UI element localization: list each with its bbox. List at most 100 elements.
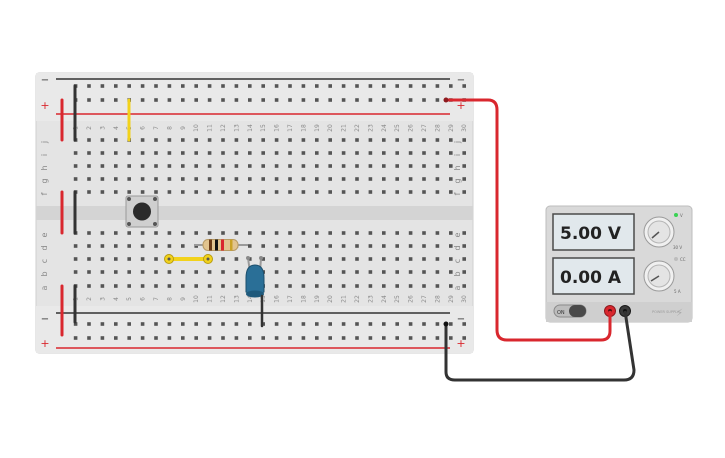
terminal-hole[interactable] <box>382 244 386 248</box>
rail-hole[interactable] <box>288 84 292 88</box>
rail-hole[interactable] <box>408 98 413 102</box>
terminal-hole[interactable] <box>315 244 319 248</box>
terminal-hole[interactable] <box>395 190 399 194</box>
terminal-hole[interactable] <box>368 257 373 261</box>
rail-hole[interactable] <box>301 322 306 326</box>
terminal-hole[interactable] <box>435 231 440 235</box>
terminal-hole[interactable] <box>73 257 78 261</box>
terminal-hole[interactable] <box>194 164 198 168</box>
terminal-hole[interactable] <box>140 151 145 155</box>
rail-hole[interactable] <box>248 322 252 326</box>
rail-hole[interactable] <box>221 336 225 340</box>
terminal-hole[interactable] <box>422 244 426 248</box>
rail-hole[interactable] <box>274 98 279 102</box>
terminal-hole[interactable] <box>422 151 426 155</box>
terminal-hole[interactable] <box>382 231 386 235</box>
terminal-hole[interactable] <box>341 164 346 168</box>
terminal-hole[interactable] <box>248 177 252 181</box>
rail-hole[interactable] <box>194 84 198 88</box>
terminal-hole[interactable] <box>154 244 158 248</box>
terminal-hole[interactable] <box>274 270 279 274</box>
terminal-hole[interactable] <box>127 190 131 194</box>
terminal-hole[interactable] <box>234 138 239 142</box>
terminal-hole[interactable] <box>382 151 386 155</box>
terminal-hole[interactable] <box>328 257 332 261</box>
terminal-hole[interactable] <box>288 164 292 168</box>
terminal-hole[interactable] <box>355 177 359 181</box>
rail-hole[interactable] <box>288 336 292 340</box>
terminal-hole[interactable] <box>274 244 279 248</box>
terminal-hole[interactable] <box>194 151 198 155</box>
rail-hole[interactable] <box>114 322 118 326</box>
terminal-hole[interactable] <box>408 284 413 288</box>
terminal-hole[interactable] <box>87 164 91 168</box>
rail-hole[interactable] <box>207 84 212 88</box>
rail-hole[interactable] <box>435 322 440 326</box>
terminal-hole[interactable] <box>288 190 292 194</box>
terminal-hole[interactable] <box>301 284 306 288</box>
terminal-hole[interactable] <box>408 177 413 181</box>
terminal-hole[interactable] <box>462 190 466 194</box>
rail-hole[interactable] <box>408 84 413 88</box>
terminal-hole[interactable] <box>301 231 306 235</box>
terminal-hole[interactable] <box>194 177 198 181</box>
terminal-hole[interactable] <box>167 164 172 168</box>
rail-hole[interactable] <box>368 84 373 88</box>
rail-hole[interactable] <box>328 322 332 326</box>
rail-hole[interactable] <box>449 84 453 88</box>
terminal-hole[interactable] <box>328 244 332 248</box>
terminal-hole[interactable] <box>395 244 399 248</box>
terminal-hole[interactable] <box>181 244 185 248</box>
terminal-hole[interactable] <box>154 164 158 168</box>
terminal-hole[interactable] <box>261 231 265 235</box>
terminal-hole[interactable] <box>341 151 346 155</box>
terminal-hole[interactable] <box>181 190 185 194</box>
rail-hole[interactable] <box>368 98 373 102</box>
terminal-hole[interactable] <box>462 231 466 235</box>
terminal-hole[interactable] <box>462 138 466 142</box>
rail-hole[interactable] <box>382 84 386 88</box>
terminal-hole[interactable] <box>301 151 306 155</box>
terminal-hole[interactable] <box>462 257 466 261</box>
terminal-hole[interactable] <box>114 257 118 261</box>
terminal-hole[interactable] <box>368 164 373 168</box>
rail-hole[interactable] <box>87 98 91 102</box>
terminal-hole[interactable] <box>328 231 332 235</box>
terminal-hole[interactable] <box>181 151 185 155</box>
resistor[interactable] <box>194 239 248 251</box>
terminal-hole[interactable] <box>127 151 131 155</box>
terminal-hole[interactable] <box>221 151 225 155</box>
rail-hole[interactable] <box>435 84 440 88</box>
terminal-hole[interactable] <box>261 138 265 142</box>
rail-hole[interactable] <box>234 322 239 326</box>
rail-hole[interactable] <box>274 322 279 326</box>
rail-hole[interactable] <box>114 84 118 88</box>
terminal-hole[interactable] <box>234 284 239 288</box>
terminal-hole[interactable] <box>114 164 118 168</box>
terminal-hole[interactable] <box>234 177 239 181</box>
rail-hole[interactable] <box>288 322 292 326</box>
rail-hole[interactable] <box>301 84 306 88</box>
rail-hole[interactable] <box>234 336 239 340</box>
terminal-hole[interactable] <box>73 164 78 168</box>
terminal-hole[interactable] <box>100 231 105 235</box>
terminal-hole[interactable] <box>328 164 332 168</box>
rail-hole[interactable] <box>341 322 346 326</box>
rail-hole[interactable] <box>462 336 466 340</box>
terminal-hole[interactable] <box>341 231 346 235</box>
terminal-hole[interactable] <box>167 138 172 142</box>
terminal-hole[interactable] <box>435 270 440 274</box>
terminal-hole[interactable] <box>382 138 386 142</box>
terminal-hole[interactable] <box>341 138 346 142</box>
rail-hole[interactable] <box>140 84 145 88</box>
rail-hole[interactable] <box>207 98 212 102</box>
terminal-hole[interactable] <box>127 177 131 181</box>
voltage-knob[interactable] <box>643 216 675 248</box>
rail-hole[interactable] <box>422 322 426 326</box>
terminal-hole[interactable] <box>449 138 453 142</box>
terminal-hole[interactable] <box>408 151 413 155</box>
terminal-hole[interactable] <box>315 190 319 194</box>
terminal-hole[interactable] <box>127 257 131 261</box>
terminal-hole[interactable] <box>248 151 252 155</box>
terminal-hole[interactable] <box>234 257 239 261</box>
